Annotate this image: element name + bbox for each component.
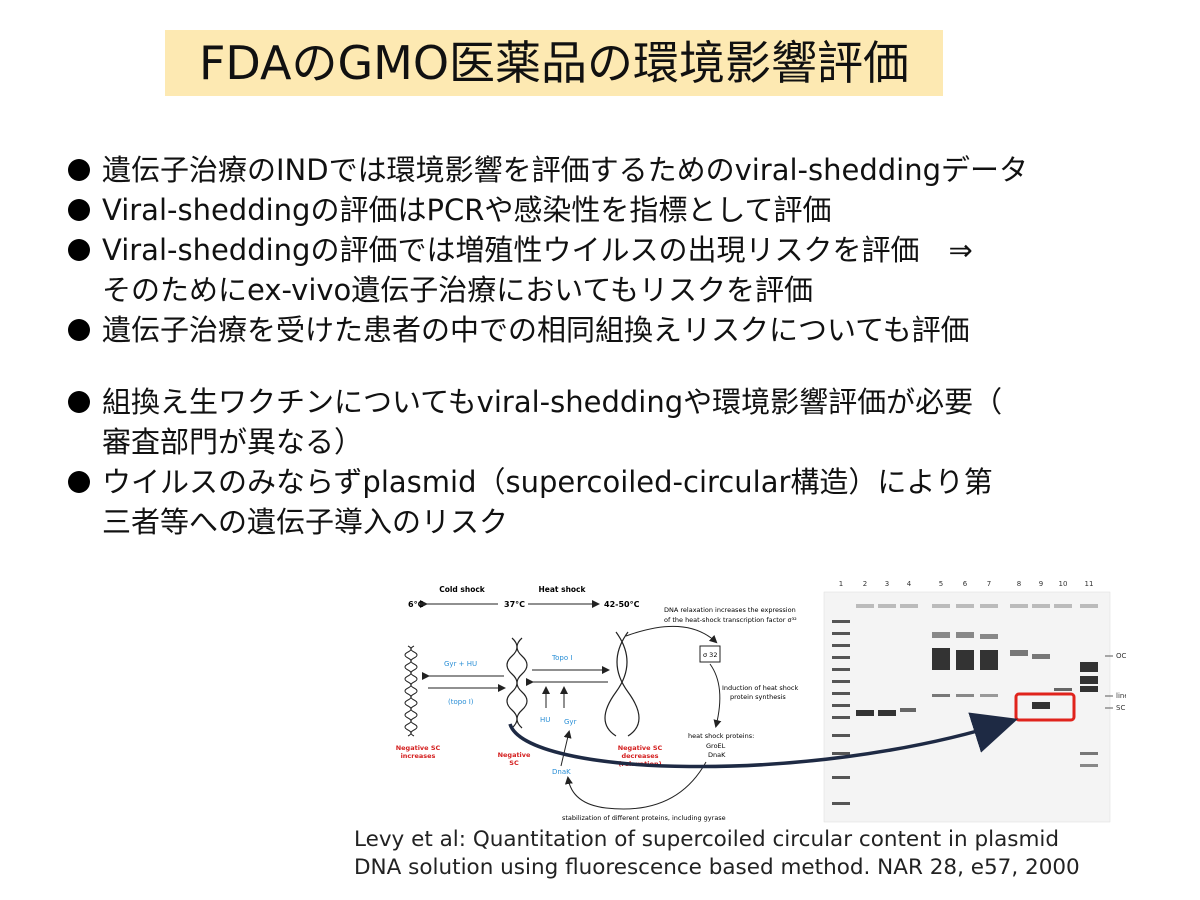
gel-lane-number: 1 [839, 580, 843, 588]
bullet-text: 遺伝子治療のINDでは環境影響を評価するためのviral-sheddingデータ [102, 153, 1029, 187]
neg-sc-label: Negative [498, 751, 531, 759]
gyr-label: Gyr [564, 718, 577, 726]
gel-background [823, 591, 1111, 823]
gel-lane-number: 7 [987, 580, 991, 588]
neg-sc-increases-label: Negative SC [396, 744, 441, 752]
bullet-text: Viral-sheddingの評価では増殖性ウイルスの出現リスクを評価 ⇒ [102, 233, 973, 267]
gyr-hu-label: Gyr + HU [444, 660, 477, 668]
gel-lane-number: 3 [885, 580, 889, 588]
gel-lane-number: 9 [1039, 580, 1043, 588]
gel-lane-number: 2 [863, 580, 867, 588]
citation: Levy et al: Quantitation of supercoiled … [354, 826, 1174, 882]
relax-text-2: of the heat-shock transcription factor σ… [664, 616, 797, 624]
bullet-item: 遺伝子治療を受けた患者の中での相同組換えリスクについても評価 [68, 310, 1178, 350]
relax-curve-arrow [625, 625, 718, 644]
hsp-text: heat shock proteins: [688, 732, 754, 740]
neg-sc-label-2: SC [509, 759, 519, 767]
sc-band-highlight-box [1014, 692, 1076, 722]
bullet-item: 遺伝子治療のINDでは環境影響を評価するためのviral-sheddingデータ [68, 150, 1178, 190]
hsp-dnak: DnaK [708, 751, 726, 759]
stabilization-arrow [564, 761, 707, 810]
sigma-label: σ 32 [703, 651, 717, 659]
slide-title: FDAのGMO医薬品の環境影響評価 [198, 36, 910, 90]
gel-lane-number: 11 [1085, 580, 1094, 588]
dnak-blue-label: DnaK [552, 768, 571, 776]
title-banner: FDAのGMO医薬品の環境影響評価 [165, 30, 943, 96]
gel-lane-number: 4 [907, 580, 912, 588]
bullet-item: Viral-sheddingの評価はPCRや感染性を指標として評価 [68, 190, 1178, 230]
bullet-text-continued: 審査部門が異なる） [102, 425, 364, 459]
bullet-dot-icon [68, 471, 90, 493]
bullet-text-continued: 三者等への遺伝子導入のリスク [102, 505, 509, 539]
relaxed-dna-icon [604, 631, 640, 737]
hsp-groel: GroEL [706, 742, 726, 750]
induction-text: Induction of heat shock [722, 684, 798, 692]
bullet-list: 遺伝子治療のINDでは環境影響を評価するためのviral-sheddingデータ… [68, 150, 1178, 542]
dnak-arrow [560, 730, 572, 767]
gel-lane-number: 8 [1017, 580, 1021, 588]
medium-supercoil-icon [506, 637, 528, 729]
bullet-text: 組換え生ワクチンについてもviral-sheddingや環境影響評価が必要（ [102, 385, 1003, 419]
topo-i-paren-label: (topo I) [448, 698, 474, 706]
neg-sc-decreases-label-2: decreases [621, 752, 658, 760]
bullet-dot-icon [68, 159, 90, 181]
topo-i-label: Topo I [551, 654, 572, 662]
gel-lane-number: 6 [963, 580, 968, 588]
citation-line: Levy et al: Quantitation of supercoiled … [354, 827, 1060, 852]
neg-sc-decreases-label: Negative SC [618, 744, 663, 752]
bullet-dot-icon [68, 319, 90, 341]
induction-arrow [709, 663, 722, 728]
stabilization-text: stabilization of different proteins, inc… [562, 814, 726, 822]
tight-supercoil-icon [404, 645, 418, 737]
induction-text-2: protein synthesis [730, 693, 786, 701]
neg-sc-increases-label-2: increases [401, 752, 436, 760]
gel-band-label-oc: OC [1116, 652, 1126, 660]
bullet-item: Viral-sheddingの評価では増殖性ウイルスの出現リスクを評価 ⇒ その… [68, 230, 1178, 310]
sigma-box [699, 645, 721, 663]
citation-line: DNA solution using fluorescence based me… [354, 855, 1080, 880]
gel-band-label-sc: SC [1116, 704, 1125, 712]
bullet-text: Viral-sheddingの評価はPCRや感染性を指標として評価 [102, 193, 832, 227]
cold-shock-label: Cold shock [439, 585, 486, 594]
bullet-spacer [68, 350, 1178, 382]
gel-lane-number: 10 [1059, 580, 1068, 588]
gel-lane-number: 5 [939, 580, 943, 588]
temp-mid-label: 37°C [504, 600, 525, 609]
temp-high-label: 42-50°C [604, 600, 640, 609]
bullet-dot-icon [68, 239, 90, 261]
supercoiling-figure: Cold shock Heat shock 6°C 37°C 42-50°C G… [386, 576, 1126, 826]
bullet-text: ウイルスのみならずplasmid（supercoiled-circular構造）… [102, 465, 993, 499]
bullet-text-continued: そのためにex-vivo遺伝子治療においてもリスクを評価 [102, 273, 813, 307]
heat-shock-label: Heat shock [538, 585, 586, 594]
temp-low-label: 6°C [408, 600, 424, 609]
relax-text: DNA relaxation increases the expression [664, 606, 796, 614]
bullet-text: 遺伝子治療を受けた患者の中での相同組換えリスクについても評価 [102, 313, 970, 347]
gel-image: 1 2 3 4 5 6 7 8 9 10 11 [823, 580, 1126, 823]
bullet-dot-icon [68, 199, 90, 221]
gel-band-label-linear: linear [1116, 692, 1126, 700]
connecting-arrow-icon [508, 712, 1019, 769]
figure-svg: Cold shock Heat shock 6°C 37°C 42-50°C G… [396, 580, 1126, 823]
hu-label: HU [540, 716, 550, 724]
bullet-item: 組換え生ワクチンについてもviral-sheddingや環境影響評価が必要（ 審… [68, 382, 1178, 462]
bullet-item: ウイルスのみならずplasmid（supercoiled-circular構造）… [68, 462, 1178, 542]
bullet-dot-icon [68, 391, 90, 413]
